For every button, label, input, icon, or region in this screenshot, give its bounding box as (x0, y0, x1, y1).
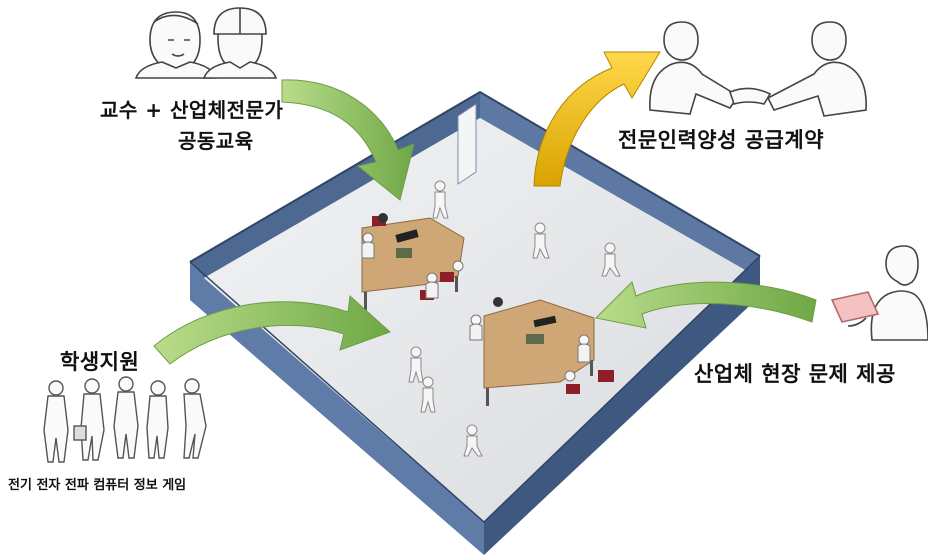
person-figure (420, 376, 436, 413)
door (457, 103, 477, 185)
professor-portrait (134, 11, 218, 79)
walking-people (408, 180, 621, 457)
professor-expert-label: 교수 + 산업체전문가 (100, 98, 284, 122)
front-left-wall (190, 262, 484, 555)
front-right-wall (484, 256, 760, 555)
green-arrow-right (594, 281, 817, 329)
person-figure (408, 346, 424, 383)
table-group-1 (361, 213, 465, 310)
majors-label: 전기 전자 전파 컴퓨터 정보 게임 (8, 478, 187, 493)
industry-expert-portrait (202, 7, 278, 79)
student-support-label: 학생지원 (60, 350, 140, 374)
chair (598, 370, 614, 382)
student-figure (146, 380, 169, 459)
handshake-icon (729, 87, 772, 105)
green-arrow-top (281, 79, 415, 201)
yellow-arrow (533, 51, 661, 187)
green-arrow-left (153, 294, 391, 365)
students-group (43, 376, 207, 463)
student-figure (113, 376, 139, 459)
table-group-2 (469, 297, 614, 406)
student-figure (43, 380, 69, 463)
chair (440, 272, 454, 282)
student-figure (183, 378, 207, 459)
back-left-wall (190, 92, 480, 278)
industry-problem-label: 산업체 현장 문제 제공 (694, 362, 896, 386)
industry-person-clipboard (830, 245, 928, 341)
person-figure (532, 222, 550, 259)
chair (566, 384, 580, 394)
person-figure (601, 242, 621, 277)
student-figure (73, 378, 105, 461)
joint-education-label: 공동교육 (178, 129, 254, 153)
person-figure (432, 180, 449, 219)
clipboard-icon (830, 291, 880, 323)
supply-contract-label: 전문인력양성 공급계약 (618, 128, 825, 152)
handshake-illustration (649, 21, 867, 117)
person-figure (463, 424, 483, 457)
